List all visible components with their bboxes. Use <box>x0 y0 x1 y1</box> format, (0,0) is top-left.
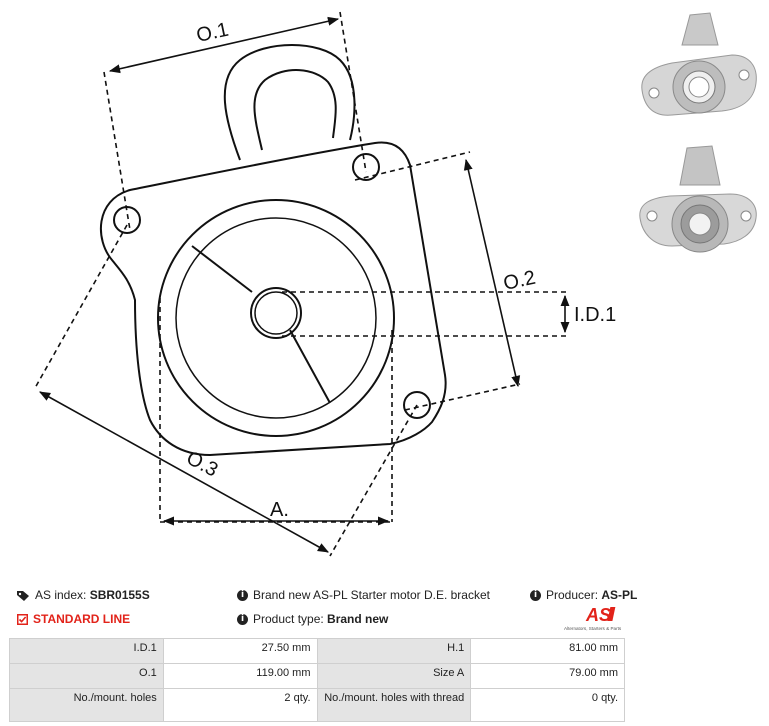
as-index-value: SBR0155S <box>89 588 150 602</box>
as-pl-logo: AS Alternators, Starters & Parts <box>564 605 622 631</box>
spec-label: H.1 <box>316 638 472 664</box>
table-row: No./mount. holes 2 qty. No./mount. holes… <box>9 688 625 722</box>
info-icon: i <box>237 614 248 626</box>
specs-table: I.D.1 27.50 mm H.1 81.00 mm O.1 119.00 m… <box>9 638 625 722</box>
product-type: i Product type: Brand new <box>237 611 388 627</box>
check-square-icon <box>17 614 28 626</box>
dimension-guides <box>34 11 570 557</box>
line-text: STANDARD LINE <box>33 612 131 626</box>
spec-value: 119.00 mm <box>162 663 318 689</box>
spec-value: 0 qty. <box>470 688 625 722</box>
label-a: A. <box>270 499 289 521</box>
table-row: I.D.1 27.50 mm H.1 81.00 mm <box>9 638 625 664</box>
as-index: AS index: SBR0155S <box>17 587 150 603</box>
info-icon: i <box>237 590 248 602</box>
spec-label: O.1 <box>9 663 164 689</box>
label-o1: O.1 <box>194 19 230 47</box>
spec-label: No./mount. holes <box>9 688 164 722</box>
spec-value: 2 qty. <box>162 688 318 722</box>
spec-value: 79.00 mm <box>470 663 625 689</box>
table-row: O.1 119.00 mm Size A 79.00 mm <box>9 663 625 689</box>
product-type-label: Product type: <box>253 612 328 626</box>
product-description: i Brand new AS-PL Starter motor D.E. brac… <box>237 587 490 603</box>
svg-text:AS: AS <box>585 605 611 625</box>
label-o2: O.2 <box>501 267 537 295</box>
product-photo-2[interactable] <box>632 140 764 265</box>
producer-label: Producer: <box>546 588 602 602</box>
technical-drawing: O.1 O.2 O.3 I.D.1 A. <box>34 11 616 557</box>
product-type-value: Brand new <box>327 612 389 626</box>
spec-label: No./mount. holes with thread <box>316 688 472 722</box>
spec-label: Size A <box>316 663 472 689</box>
product-photo-1[interactable] <box>632 5 764 130</box>
bore-circles <box>113 153 431 437</box>
dimension-arrows <box>39 16 570 553</box>
spec-value: 81.00 mm <box>470 638 625 664</box>
tag-icon <box>17 591 29 602</box>
as-index-label: AS index: <box>35 588 90 602</box>
producer: i Producer: AS-PL <box>530 587 637 603</box>
producer-value: AS-PL <box>601 588 638 602</box>
spec-value: 27.50 mm <box>162 638 318 664</box>
bracket-outline <box>100 44 447 457</box>
info-icon: i <box>530 590 541 602</box>
spec-label: I.D.1 <box>9 638 164 664</box>
standard-line-badge: STANDARD LINE <box>17 611 130 627</box>
label-id1: I.D.1 <box>574 304 616 326</box>
svg-text:Alternators, Starters & Parts: Alternators, Starters & Parts <box>564 626 622 631</box>
description-text: Brand new AS-PL Starter motor D.E. brack… <box>253 588 490 602</box>
